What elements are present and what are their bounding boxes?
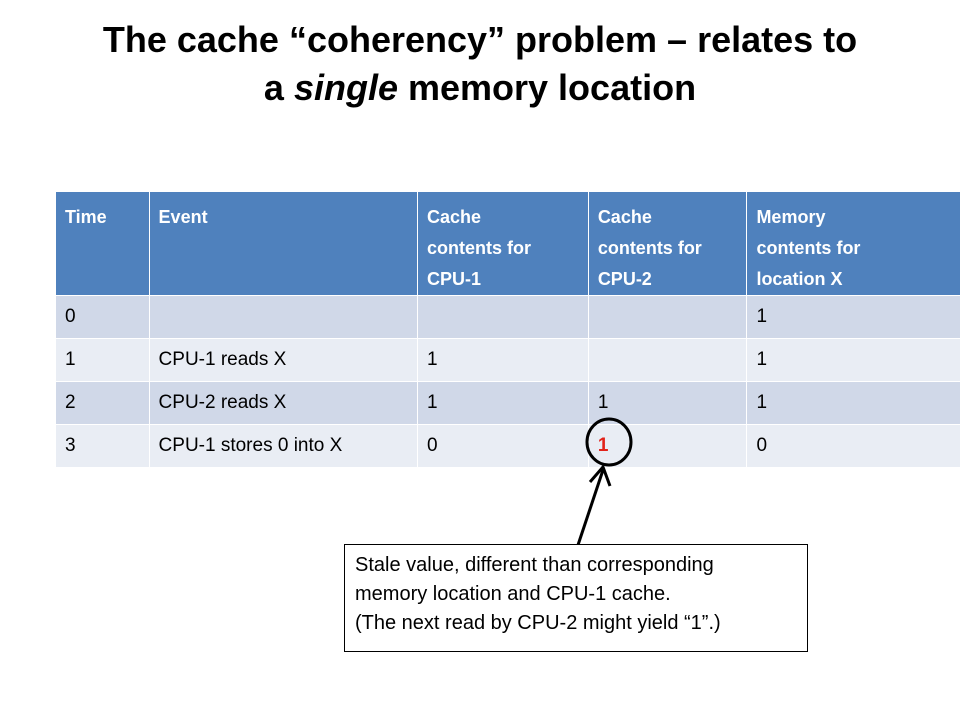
- title-line-2-post: memory location: [397, 67, 697, 108]
- cell-cache-cpu2: [588, 296, 748, 339]
- header-time: Time: [56, 192, 150, 296]
- callout-line-1: Stale value, different than correspondin…: [355, 554, 714, 576]
- header-cache-cpu1: Cache contents for CPU-1: [417, 192, 589, 296]
- header-memory-x: Memory contents for location X: [747, 192, 960, 296]
- cell-cache-cpu2: 1: [588, 425, 748, 468]
- cell-time: 3: [56, 425, 150, 468]
- header-mem-line: Memory: [756, 207, 826, 227]
- cell-time: 2: [56, 382, 150, 425]
- header-mem-line: location X: [756, 269, 843, 289]
- header-cache-cpu2: Cache contents for CPU-2: [588, 192, 748, 296]
- table-row: 2 CPU-2 reads X 1 1 1: [56, 382, 960, 425]
- slide-title: The cache “coherency” problem – relates …: [40, 16, 920, 112]
- title-line-2: a single memory location: [40, 64, 920, 112]
- header-mem-line: contents for: [756, 238, 861, 258]
- cell-memory: 0: [747, 425, 960, 468]
- header-cpu2-line: contents for: [597, 238, 702, 258]
- title-emphasis: single: [293, 67, 398, 108]
- cell-event: CPU-2 reads X: [149, 382, 418, 425]
- header-cpu1-line: contents for: [426, 238, 531, 258]
- header-cpu1-line: Cache: [426, 207, 482, 227]
- title-line-2-pre: a: [263, 67, 294, 108]
- table-row: 3 CPU-1 stores 0 into X 0 1 0: [56, 425, 960, 468]
- pointer-arrow-shaft: [576, 469, 605, 546]
- cell-memory: 1: [747, 382, 960, 425]
- header-cpu2-line: Cache: [597, 207, 652, 227]
- cell-time: 1: [56, 339, 150, 382]
- highlight-circle: [585, 417, 633, 467]
- cell-cache-cpu1: [417, 296, 589, 339]
- cell-memory: 1: [747, 339, 960, 382]
- cell-cache-cpu2: 1: [588, 382, 748, 425]
- table-row: 1 CPU-1 reads X 1 1: [56, 339, 960, 382]
- cell-cache-cpu2: [588, 339, 748, 382]
- cell-cache-cpu1: 1: [417, 382, 589, 425]
- cell-event: [149, 296, 418, 339]
- header-cpu2-line: CPU-2: [597, 269, 652, 289]
- table-row: 0 1: [56, 296, 960, 339]
- cell-event: CPU-1 reads X: [149, 339, 418, 382]
- header-cpu1-line: CPU-1: [426, 269, 481, 289]
- cell-cache-cpu1: 0: [417, 425, 589, 468]
- title-line-1: The cache “coherency” problem – relates …: [102, 19, 858, 60]
- callout-line-3: (The next read by CPU-2 might yield “1”.…: [355, 612, 721, 634]
- callout-line-2: memory location and CPU-1 cache.: [355, 583, 671, 605]
- header-row: Time Event Cache contents for CPU-1 Cach…: [56, 192, 960, 296]
- cell-event: CPU-1 stores 0 into X: [149, 425, 418, 468]
- pointer-arrow-head: [588, 465, 612, 487]
- header-event: Event: [149, 192, 418, 296]
- cell-cache-cpu1: 1: [417, 339, 589, 382]
- cell-memory: 1: [747, 296, 960, 339]
- cell-time: 0: [56, 296, 150, 339]
- coherency-table: Time Event Cache contents for CPU-1 Cach…: [56, 192, 960, 468]
- stale-value: 1: [597, 435, 609, 456]
- stale-value-callout: Stale value, different than correspondin…: [344, 544, 808, 652]
